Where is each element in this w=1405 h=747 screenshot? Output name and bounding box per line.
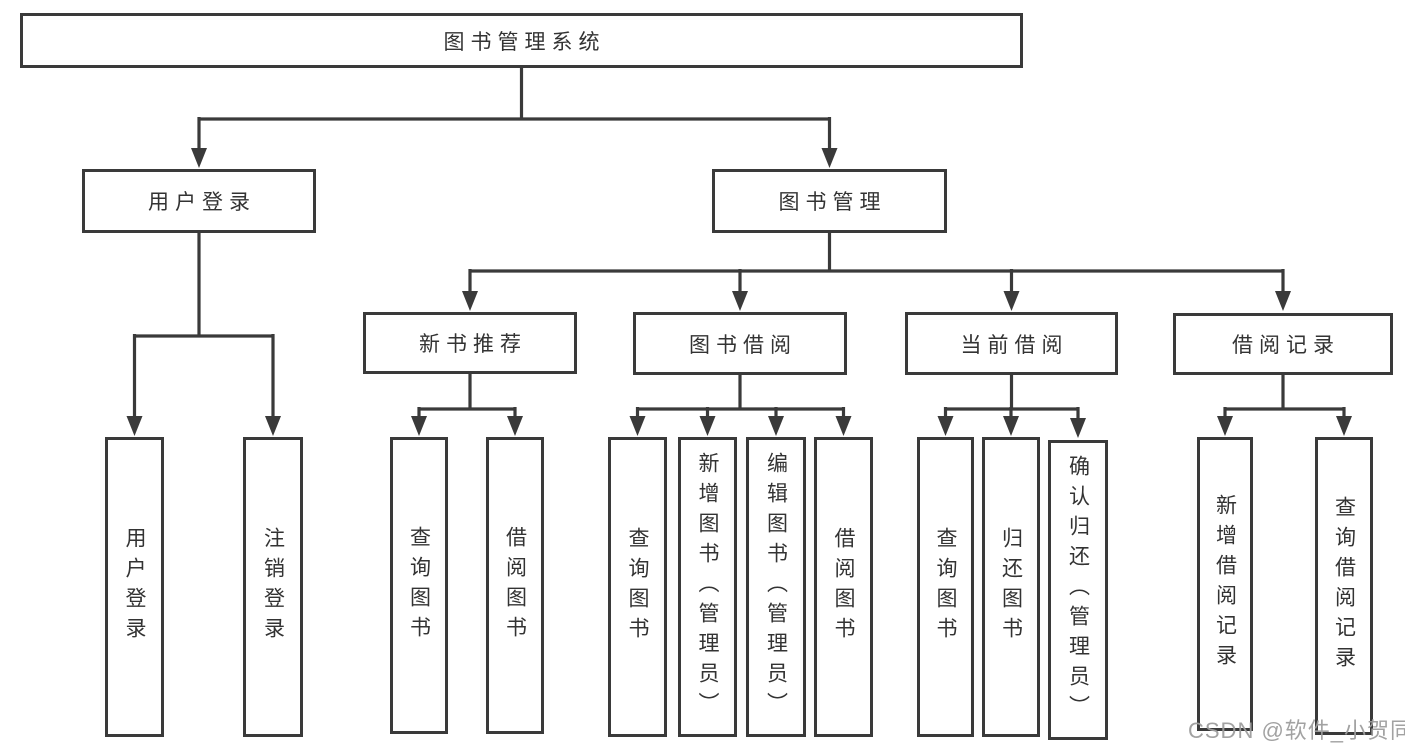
leaf-user-login: 用户登录	[105, 437, 164, 737]
arrowhead	[835, 416, 852, 436]
leaf-label: 确认归还（管理员）	[1066, 455, 1090, 725]
arrowhead	[507, 416, 523, 436]
arrowhead	[1336, 416, 1352, 436]
arrowhead	[126, 416, 143, 436]
leaf-current-return-books: 归还图书	[982, 437, 1040, 737]
leaf-label: 归还图书	[999, 527, 1023, 647]
arrowhead	[462, 291, 478, 311]
leaf-label: 查询图书	[407, 525, 431, 646]
node-book-borrowing: 图书借阅	[633, 312, 847, 375]
watermark: CSDN @软件_小贺同学	[1188, 718, 1405, 743]
leaf-label: 新增图书（管理员）	[696, 452, 719, 722]
leaf-label: 查询图书	[934, 527, 957, 647]
arrowhead	[411, 416, 427, 436]
node-book-management: 图书管理	[712, 169, 947, 233]
node-new-book-recommendation: 新书推荐	[363, 312, 577, 374]
node-label: 图书管理系统	[443, 30, 606, 54]
leaf-records-query-borrow-record: 查询借阅记录	[1315, 437, 1373, 735]
node-label: 新书推荐	[419, 333, 527, 356]
leaf-borrowing-add-books-admin: 新增图书（管理员）	[678, 437, 737, 737]
node-user-login: 用户登录	[82, 169, 316, 233]
arrowhead	[1275, 291, 1291, 311]
arrowhead	[1217, 416, 1233, 436]
leaf-label: 用户登录	[123, 527, 146, 647]
node-label: 当前借阅	[960, 333, 1069, 357]
arrowhead	[191, 148, 207, 168]
arrowhead	[1003, 416, 1019, 436]
leaf-label: 借阅图书	[503, 525, 527, 646]
arrowhead	[937, 416, 954, 436]
node-label: 借阅记录	[1232, 334, 1340, 357]
node-library-management-system: 图书管理系统	[20, 13, 1023, 68]
arrowhead	[821, 148, 838, 168]
arrowhead	[1003, 291, 1020, 311]
arrowhead	[629, 416, 646, 436]
leaf-label: 借阅图书	[832, 527, 855, 647]
leaf-borrowing-edit-books-admin: 编辑图书（管理员）	[746, 437, 806, 737]
leaf-label: 注销登录	[261, 527, 285, 647]
leaf-borrowing-borrow-books: 借阅图书	[814, 437, 873, 737]
node-label: 图书借阅	[689, 333, 797, 357]
leaf-logout: 注销登录	[243, 437, 303, 737]
arrowhead	[732, 291, 748, 311]
node-label: 图书管理	[778, 191, 887, 214]
leaf-newbook-query-books: 查询图书	[390, 437, 448, 734]
leaf-label: 查询借阅记录	[1332, 496, 1356, 676]
arrowhead	[699, 416, 716, 436]
leaf-current-confirm-return-admin: 确认归还（管理员）	[1048, 440, 1108, 740]
leaf-newbook-borrow-books: 借阅图书	[486, 437, 544, 734]
node-label: 用户登录	[148, 191, 256, 214]
arrowhead	[265, 416, 281, 436]
arrowhead	[1070, 418, 1086, 438]
leaf-borrowing-query-books: 查询图书	[608, 437, 667, 737]
leaf-label: 查询图书	[626, 527, 649, 647]
leaf-records-add-borrow-record: 新增借阅记录	[1197, 437, 1253, 731]
node-current-borrowing: 当前借阅	[905, 312, 1118, 375]
leaf-label: 编辑图书（管理员）	[764, 452, 788, 722]
node-borrowing-records: 借阅记录	[1173, 313, 1393, 375]
leaf-label: 新增借阅记录	[1213, 494, 1237, 674]
arrowhead	[768, 416, 784, 436]
leaf-current-query-books: 查询图书	[917, 437, 974, 737]
